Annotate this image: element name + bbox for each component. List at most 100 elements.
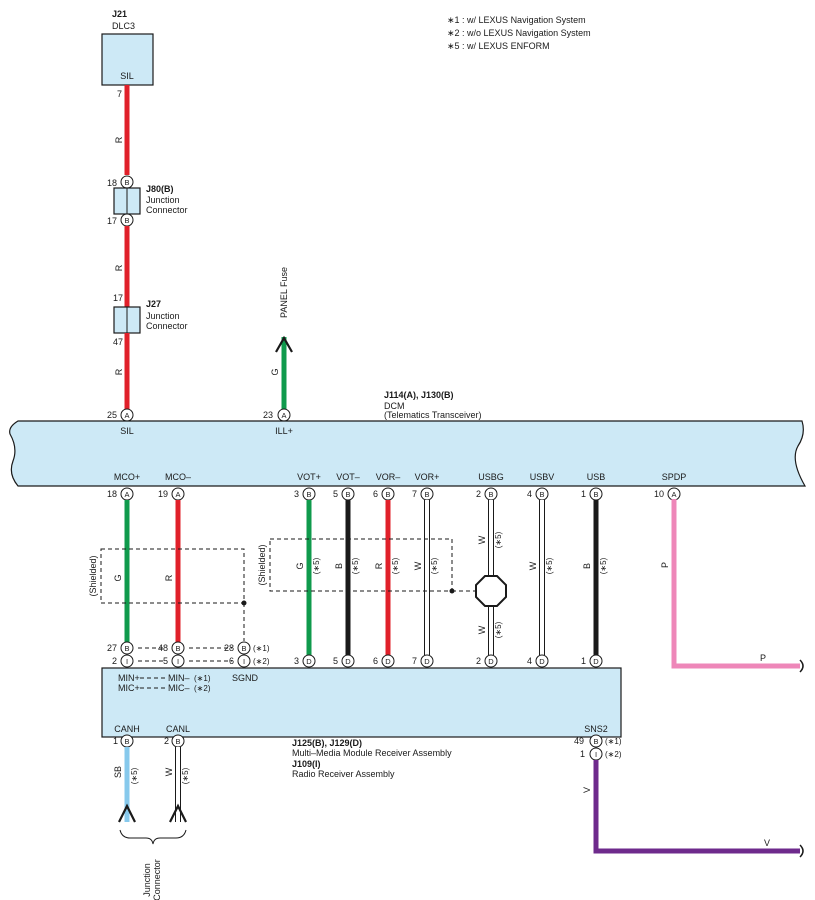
dcm-bottom-pin-3: 5 xyxy=(333,489,338,499)
mmm-top-pin-6-conn-label: D xyxy=(593,657,599,666)
wire-note-dcm-5: (∗5) xyxy=(430,557,439,574)
dcm-name-1: DCM xyxy=(384,401,405,411)
dcm-terminal-ill: ILL+ xyxy=(275,426,293,436)
wire-label-dcm-1: R xyxy=(164,574,174,581)
canl-pin: 2 xyxy=(164,736,169,746)
mmm-top-pin-4-conn xyxy=(484,654,498,668)
sns2-label: SNS2 xyxy=(584,724,608,734)
j27-name-2: Connector xyxy=(146,321,188,331)
dcm-bottom-pin-5-conn-label: B xyxy=(424,490,429,499)
mmm-id-2: J109(I) xyxy=(292,759,321,769)
dcm-terminal-5: VOR+ xyxy=(415,472,440,482)
j80-conn-bottom-label: B xyxy=(124,216,129,225)
dcm-bottom-pin-6-conn-label: B xyxy=(488,490,493,499)
j27-pin-top: 17 xyxy=(113,293,123,303)
mmm-title: J125(B), J129(D) Multi–Media Module Rece… xyxy=(292,738,452,779)
wire-label-dcm-0: G xyxy=(113,574,123,581)
mmm-top-pin-6-conn xyxy=(589,654,603,668)
dcm-terminal-1: MCO– xyxy=(165,472,191,482)
dcm-terminal-sil: SIL xyxy=(120,426,134,436)
wire-sns2 xyxy=(593,760,800,854)
sns2-pin-49: 49 xyxy=(574,736,584,746)
spdp-wire-end xyxy=(799,659,804,673)
shield-box-mco xyxy=(100,548,245,604)
wire-label-dcm-5: W xyxy=(413,561,423,570)
mmm-sgnd-1-conn xyxy=(237,654,251,668)
mmm-sgnd-pin-0: 28 xyxy=(224,643,234,653)
mmm-mco-plus-0-conn xyxy=(120,641,134,655)
dcm-title: J114(A), J130(B) DCM (Telematics Transce… xyxy=(384,390,482,420)
wire-spdp xyxy=(671,499,800,669)
sns2-conn-b-label: B xyxy=(593,737,598,746)
shielded-label-voice: (Shielded) xyxy=(257,544,267,585)
dcm-id: J114(A), J130(B) xyxy=(384,390,454,400)
mmm-top-pin-3-conn-label: D xyxy=(306,657,312,666)
mmm-top-pin-3-conn xyxy=(302,654,316,668)
mmm-top-pin-5-conn xyxy=(535,654,549,668)
mmm-top-pin-1-conn-label: D xyxy=(385,657,391,666)
mmm-top-pin-2-conn xyxy=(341,654,355,668)
wire-note-canh: (∗5) xyxy=(130,767,139,784)
dcm-bottom-pin-5: 7 xyxy=(412,489,417,499)
mmm-top-pin-1: 6 xyxy=(373,656,378,666)
mic-minus: MIC– xyxy=(168,683,190,693)
dcm-bottom-pin-4-conn-label: B xyxy=(385,490,390,499)
j80-pin-top: 18 xyxy=(107,178,117,188)
mmm-top-pin-6: 1 xyxy=(581,656,586,666)
j21-id: J21 xyxy=(112,9,127,19)
wire-note-dcm-7: (∗5) xyxy=(545,557,554,574)
fuse-arrow-icon xyxy=(275,335,293,353)
wire-label-dcm-7: W xyxy=(528,561,538,570)
mic-note: (∗2) xyxy=(194,684,211,693)
sns2-note-1: (∗1) xyxy=(605,737,622,746)
dcm-bottom-pin-7: 4 xyxy=(527,489,532,499)
junction-connector-brace xyxy=(119,829,187,845)
notes: ∗1 : w/ LEXUS Navigation System ∗2 : w/o… xyxy=(447,15,591,51)
canh-conn-label: B xyxy=(124,737,129,746)
mmm-top-pin-2: 5 xyxy=(333,656,338,666)
j80-name-1: Junction xyxy=(146,195,180,205)
sns2-wire: 49 B (∗1) 1 I (∗2) V V xyxy=(574,734,804,858)
min-note: (∗1) xyxy=(194,674,211,683)
sns2-pin-1: 1 xyxy=(580,749,585,759)
mmm-top-pin-4: 2 xyxy=(476,656,481,666)
wire-label-canl: W xyxy=(164,767,174,776)
mmm-top-pin-0-conn-label: D xyxy=(424,657,430,666)
dcm-terminal-9: SPDP xyxy=(662,472,687,482)
dcm-bottom-pin-8-conn-label: B xyxy=(593,490,598,499)
dcm-bottom-pin-0-conn-label: A xyxy=(124,490,129,499)
note-1: ∗1 : w/ LEXUS Navigation System xyxy=(447,15,586,25)
j21-dlc3: J21 DLC3 SIL 7 xyxy=(101,9,154,99)
sns2-wire-end xyxy=(799,844,804,858)
dcm-terminal-4: VOR– xyxy=(376,472,401,482)
spdp-wire: P P xyxy=(660,499,804,673)
sns2-conn-i-label: I xyxy=(595,750,597,759)
wire-label-sns2-h: V xyxy=(764,838,770,848)
dcm-terminal-8: USB xyxy=(587,472,606,482)
dcm-bottom-pin-1-conn-label: A xyxy=(175,490,180,499)
mmm-mco-plus-pin-1: 2 xyxy=(112,656,117,666)
wire-label-dcm-8: B xyxy=(582,563,592,569)
mmm-top-pin-5-conn-label: D xyxy=(539,657,545,666)
mmm-name-1: Multi–Media Module Receiver Assembly xyxy=(292,748,452,758)
dcm-bottom-pin-9-conn-label: A xyxy=(671,490,676,499)
dcm-terminal-6: USBG xyxy=(478,472,504,482)
note-2: ∗2 : w/o LEXUS Navigation System xyxy=(447,28,591,38)
j21-box xyxy=(101,33,154,86)
mmm-mco-plus-pin-0: 27 xyxy=(107,643,117,653)
shield-box-voice xyxy=(269,538,453,592)
fuse-label: PANEL Fuse xyxy=(279,267,289,318)
shielded-label-mco: (Shielded) xyxy=(88,555,98,596)
wire-label-dcm-4: R xyxy=(374,562,384,569)
dcm-bottom-pin-7-conn-label: B xyxy=(539,490,544,499)
mmm-sgnd-note-0: (∗1) xyxy=(253,644,270,653)
j80-pin-bottom: 17 xyxy=(107,216,117,226)
dcm-top-pins: 25 A 23 A xyxy=(107,408,291,422)
j27-id: J27 xyxy=(146,299,161,309)
dcm-bottom-pin-3-conn-label: B xyxy=(345,490,350,499)
mmm-mco-minus-0-conn-label: B xyxy=(175,644,180,653)
wire-label-dcm-6: W xyxy=(477,535,487,544)
shield-splice-dot xyxy=(449,588,455,594)
sgnd-label: SGND xyxy=(232,673,259,683)
